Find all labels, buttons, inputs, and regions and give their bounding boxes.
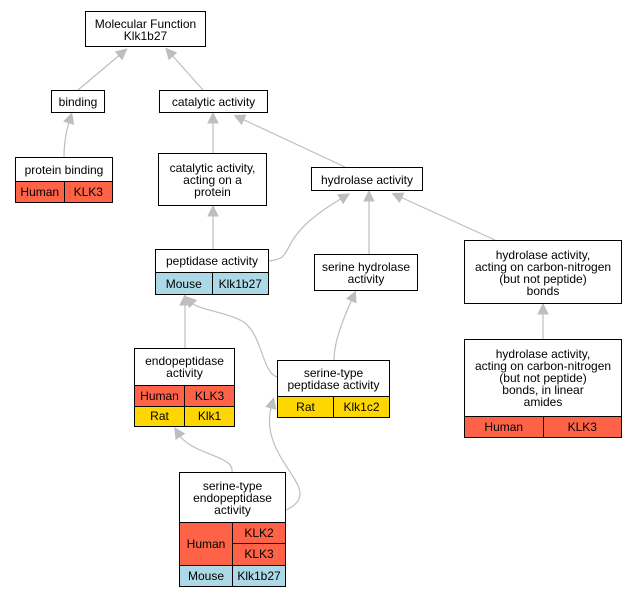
arrowhead — [114, 48, 128, 61]
edge-catalytic-activity-to-molecular-function — [169, 52, 204, 91]
term-label: hydrolase activity — [320, 172, 414, 187]
gene-cell: KLK3 — [233, 543, 285, 564]
annotation-row: Rat Klk1 — [135, 405, 234, 426]
term-label: endopeptidase activity — [145, 354, 224, 380]
organism-cell: Rat — [296, 400, 315, 414]
edge-hydrolase-activity-to-catalytic-activity — [239, 117, 346, 168]
term-label: binding — [58, 95, 98, 109]
gene-cell: KLK3 — [184, 386, 234, 406]
term-label: catalytic activity, acting on a protein — [169, 161, 256, 199]
go-term-hydrolase-cn: hydrolase activity, acting on carbon-nit… — [464, 240, 622, 304]
arrowhead — [233, 114, 247, 126]
gene-cell: Klk1c2 — [333, 397, 389, 417]
term-label: hydrolase activity, acting on carbon-nit… — [474, 247, 612, 298]
arrowhead — [345, 290, 357, 304]
arrowhead — [207, 204, 219, 217]
term-label: serine hydrolase activity — [321, 260, 411, 286]
edge-serine-peptidase-to-peptidase-activity — [189, 300, 278, 378]
go-term-molecular-function: Molecular Function Klk1b27 — [85, 11, 206, 47]
gene-cell: KLK3 — [63, 182, 113, 202]
organism-cell: Human — [140, 388, 179, 403]
go-term-binding: binding — [51, 90, 105, 113]
term-label: peptidase activity — [165, 254, 259, 268]
arrowhead — [63, 112, 75, 126]
gene-cell: KLK3 — [542, 417, 622, 437]
go-term-catalytic-activity: catalytic activity — [159, 90, 268, 113]
arrowhead — [265, 397, 277, 410]
gene-cell: KLK2 — [244, 526, 274, 541]
arrowhead — [207, 111, 219, 124]
organism-cell: Rat — [150, 409, 169, 424]
gene-cell: Klk1 — [184, 406, 234, 426]
go-term-catalytic-protein: catalytic activity, acting on a protein — [158, 153, 267, 206]
edge-serine-peptidase-to-serine-hydrolase — [333, 296, 354, 361]
arrowhead — [391, 192, 405, 204]
go-term-serine-hydrolase: serine hydrolase activity — [314, 254, 418, 291]
gene-cell: Klk1b27 — [211, 273, 269, 294]
annotation-row: Mouse Klk1b27 — [156, 272, 268, 294]
term-label: hydrolase activity, acting on carbon-nit… — [474, 347, 612, 409]
annotation-row: Mouse Klk1b27 — [180, 564, 285, 586]
term-label: protein binding — [24, 162, 104, 177]
edge-hydrolase-cn-to-hydrolase-activity — [397, 195, 496, 241]
term-label: catalytic activity — [171, 95, 256, 109]
edge-peptidase-activity-to-hydrolase-activity — [268, 196, 345, 262]
term-label: serine-type peptidase activity — [287, 365, 380, 392]
arrowhead — [363, 189, 375, 202]
annotation-row: Rat Klk1c2 — [278, 396, 389, 417]
term-label: serine-type endopeptidase activity — [193, 478, 272, 517]
organism-cell: Human — [20, 185, 60, 199]
gene-cell: Klk1b27 — [232, 565, 285, 586]
arrowhead — [337, 193, 351, 205]
go-term-hydrolase-cn-amides: hydrolase activity, acting on carbon-nit… — [464, 339, 622, 438]
organism-cell: Human — [484, 420, 524, 434]
arrowhead — [184, 295, 198, 309]
arrowhead — [165, 47, 178, 61]
edge-protein-binding-to-binding — [63, 118, 71, 158]
edge-serine-endopeptidase-to-serine-peptidase — [269, 403, 301, 511]
term-label: Molecular Function Klk1b27 — [94, 16, 197, 43]
organism-cell: Mouse — [165, 276, 202, 291]
annotation-row: Human KLK3 — [135, 385, 234, 406]
arrowhead — [537, 302, 549, 315]
go-term-hydrolase-activity: hydrolase activity — [311, 167, 423, 191]
organism-cell: Human — [186, 536, 226, 551]
edge-binding-to-molecular-function — [77, 52, 123, 91]
annotation-row: Human KLK3 — [465, 416, 621, 437]
arrowhead — [174, 427, 186, 440]
edge-serine-endopeptidase-to-endopeptidase-activity — [177, 432, 233, 473]
organism-cell: Mouse — [187, 568, 225, 583]
